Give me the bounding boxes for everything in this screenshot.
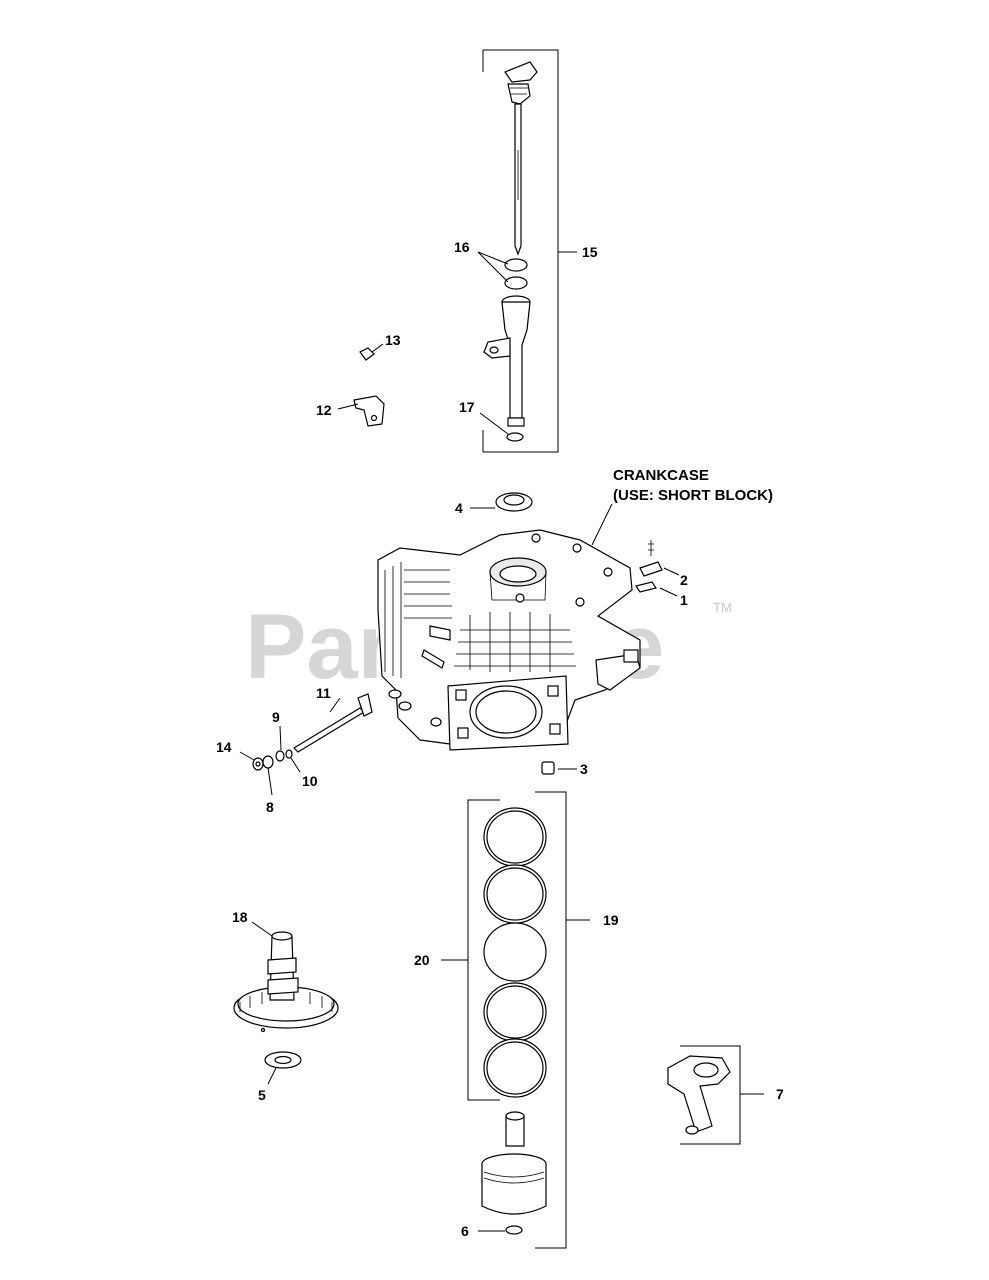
callout-14: 14 — [216, 739, 232, 755]
washer-14[interactable] — [239, 751, 264, 771]
crankcase-leader — [591, 503, 613, 546]
callout-18: 18 — [232, 909, 248, 925]
retainer-6[interactable] — [478, 1225, 523, 1235]
callout-12: 12 — [316, 402, 332, 418]
screw-13[interactable] — [359, 343, 384, 361]
callout-9: 9 — [272, 709, 280, 725]
watermark-trademark: TM — [713, 600, 732, 615]
callout-1: 1 — [680, 592, 688, 608]
callout-11: 11 — [316, 685, 331, 701]
seal-8[interactable] — [262, 755, 274, 796]
governor-cross-shaft-11[interactable] — [293, 693, 373, 753]
camshaft-18[interactable] — [233, 921, 339, 1033]
plate-2[interactable] — [639, 540, 680, 577]
crankcase-block[interactable] — [377, 529, 641, 751]
bracket-12[interactable] — [337, 395, 385, 427]
crankcase-label-line1: CRANKCASE — [613, 467, 709, 484]
crankcase-label-line2: (USE: SHORT BLOCK) — [613, 487, 773, 504]
plate-1[interactable] — [635, 581, 678, 597]
callout-15: 15 — [582, 244, 598, 260]
callout-17: 17 — [459, 399, 475, 415]
callout-8: 8 — [266, 799, 274, 815]
callout-7: 7 — [776, 1086, 784, 1102]
callout-19: 19 — [603, 912, 619, 928]
callout-5: 5 — [258, 1087, 266, 1103]
shim-5[interactable] — [264, 1051, 302, 1085]
piston-rings-20[interactable] — [483, 807, 547, 1098]
plug-3[interactable] — [541, 761, 577, 775]
piston[interactable] — [481, 1153, 547, 1215]
callout-13: 13 — [385, 332, 401, 348]
callout-3: 3 — [580, 761, 588, 777]
piston-pin[interactable] — [505, 1111, 525, 1147]
connecting-rod-7[interactable] — [667, 1045, 764, 1145]
callout-20: 20 — [414, 952, 430, 968]
washer-9[interactable] — [275, 725, 285, 762]
callout-6: 6 — [461, 1223, 469, 1239]
oil-seal-4[interactable] — [470, 492, 533, 512]
callout-2: 2 — [680, 572, 688, 588]
dipstick-assembly[interactable] — [477, 49, 577, 453]
callout-16: 16 — [454, 239, 470, 255]
callout-4: 4 — [455, 500, 463, 516]
piston-ring-set-box — [441, 791, 590, 1249]
callout-10: 10 — [302, 773, 318, 789]
ring-10[interactable] — [285, 749, 301, 773]
